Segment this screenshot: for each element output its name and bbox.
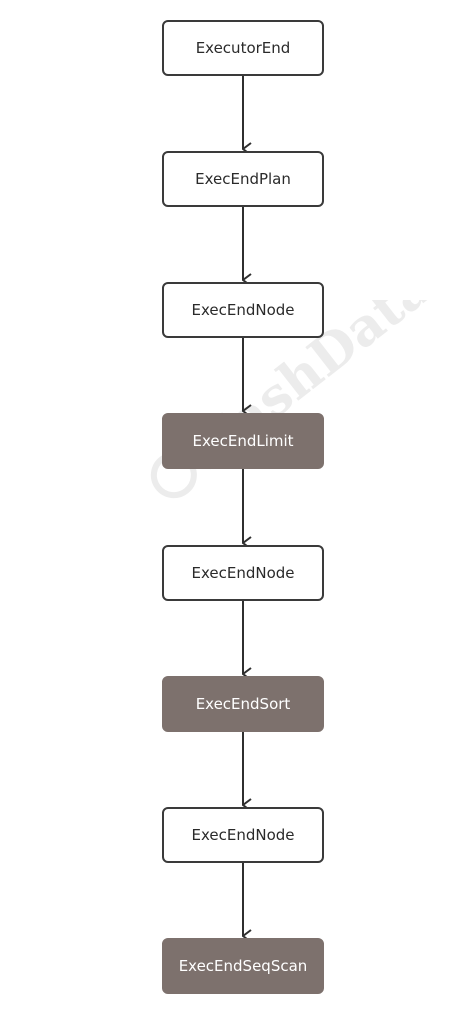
- flow-node-label: ExecEndSort: [195, 695, 291, 713]
- flow-node: ExecEndNode: [162, 282, 324, 338]
- flow-node-label: ExecEndNode: [191, 826, 295, 844]
- flow-node: ExecutorEnd: [162, 20, 324, 76]
- flow-node: ExecEndNode: [162, 545, 324, 601]
- flow-node: ExecEndLimit: [162, 413, 324, 469]
- flow-node: ExecEndSeqScan: [162, 938, 324, 994]
- flow-node: ExecEndNode: [162, 807, 324, 863]
- flow-node-label: ExecEndLimit: [192, 432, 294, 450]
- flow-node-label: ExecEndNode: [191, 564, 295, 582]
- flow-node: ExecEndSort: [162, 676, 324, 732]
- flow-node-label: ExecEndSeqScan: [178, 957, 308, 975]
- flow-node-label: ExecEndPlan: [195, 170, 291, 188]
- flow-node: ExecEndPlan: [162, 151, 324, 207]
- flow-node-label: ExecEndNode: [191, 301, 295, 319]
- flow-node-label: ExecutorEnd: [195, 39, 291, 57]
